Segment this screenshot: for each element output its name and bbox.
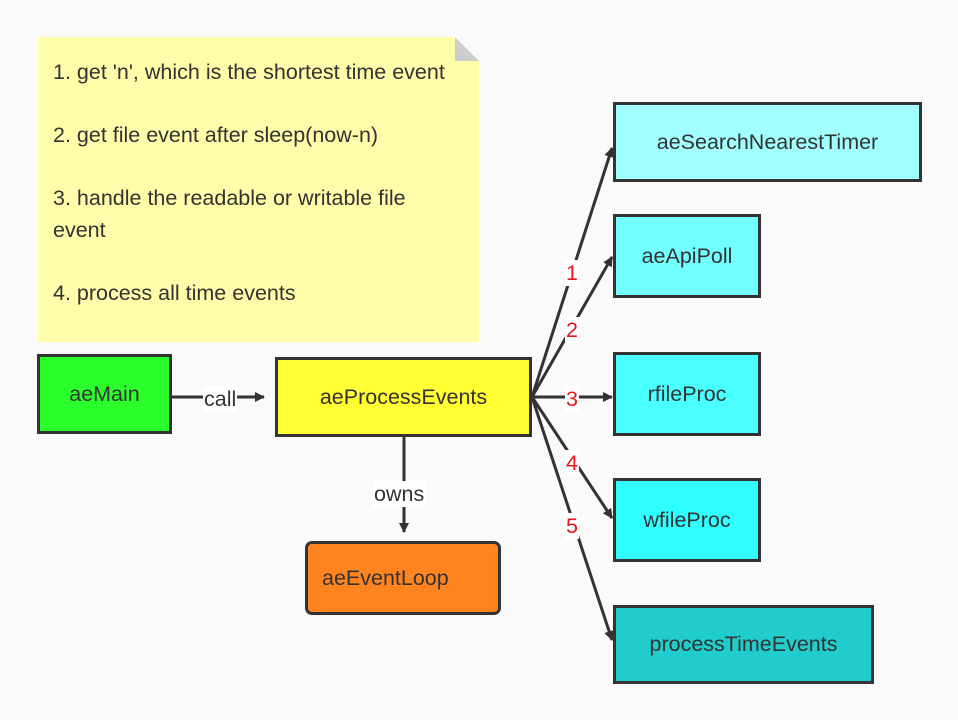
note-text: 1. get 'n', which is the shortest time e… <box>53 57 463 341</box>
node-processTimeEvents[interactable]: processTimeEvents <box>613 605 874 684</box>
node-label: wfileProc <box>643 507 731 532</box>
edge-label-owns: owns <box>373 481 426 507</box>
edge-label-call: call <box>203 386 238 412</box>
node-aeSearchNearestTimer[interactable]: aeSearchNearestTimer <box>613 102 922 182</box>
node-aeMain[interactable]: aeMain <box>37 354 172 434</box>
node-aeApiPoll[interactable]: aeApiPoll <box>613 214 761 298</box>
node-label: aeMain <box>69 381 140 406</box>
note-line-3: 3. handle the readable or writable file … <box>53 186 406 242</box>
note-line-4: 4. process all time events <box>53 280 296 305</box>
sticky-note <box>38 37 479 342</box>
node-label: rfileProc <box>647 381 727 406</box>
edge-label-5: 5 <box>565 513 579 539</box>
edge-label-4: 4 <box>565 450 579 476</box>
edge-label-3: 3 <box>565 386 579 412</box>
note-line-1: 1. get 'n', which is the shortest time e… <box>53 60 445 84</box>
node-label: aeEventLoop <box>322 565 449 590</box>
note-line-2: 2. get file event after sleep(now-n) <box>53 123 379 147</box>
node-rfileProc[interactable]: rfileProc <box>613 352 761 436</box>
node-label: processTimeEvents <box>649 632 838 656</box>
node-label: aeSearchNearestTimer <box>656 129 879 154</box>
node-wfileProc[interactable]: wfileProc <box>613 478 761 562</box>
node-aeProcessEvents[interactable]: aeProcessEvents <box>275 357 532 437</box>
edge-label-1: 1 <box>565 260 579 286</box>
edge-label-2: 2 <box>565 317 579 343</box>
node-label: aeProcessEvents <box>319 384 488 409</box>
node-aeEventLoop[interactable]: aeEventLoop <box>305 541 501 615</box>
node-label: aeApiPoll <box>641 243 733 268</box>
